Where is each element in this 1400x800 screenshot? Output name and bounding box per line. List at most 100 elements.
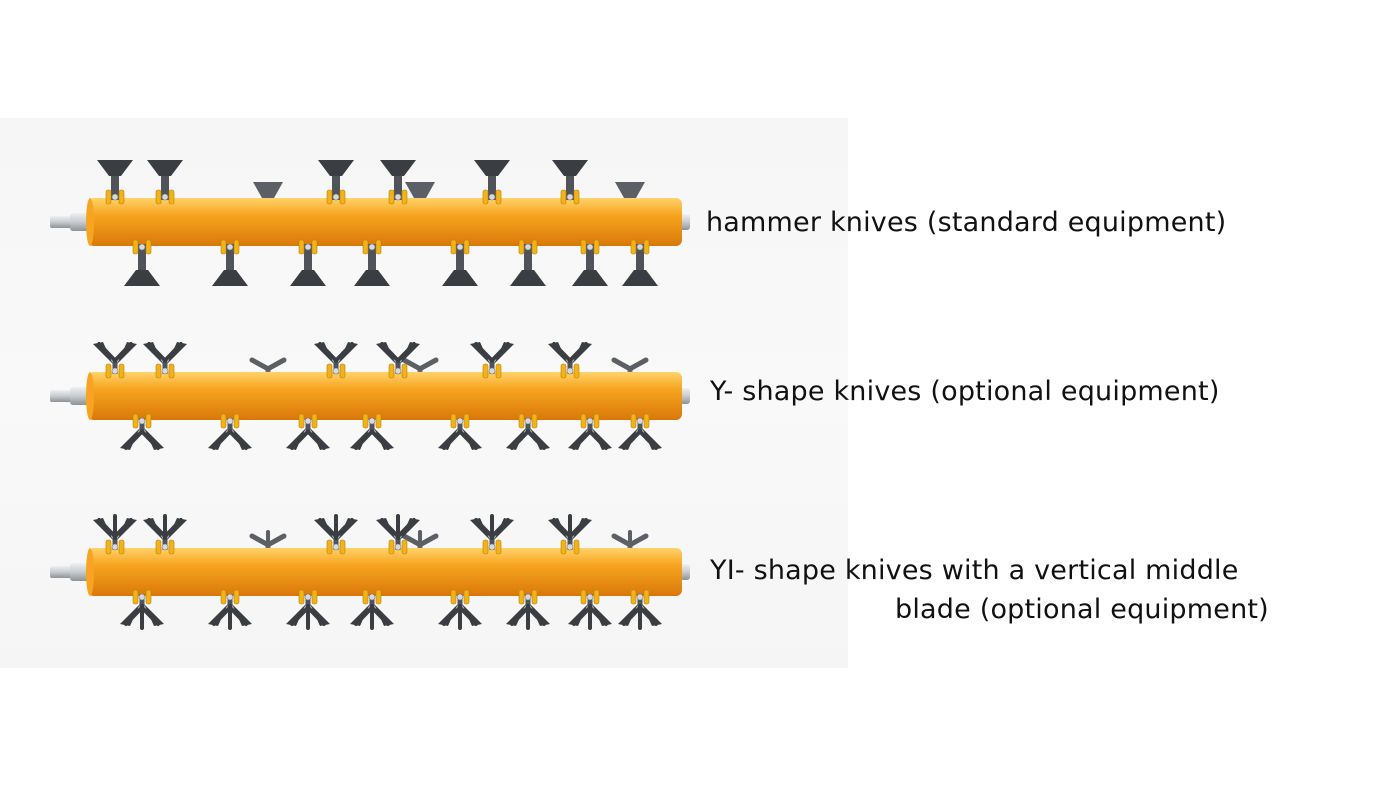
y-knife-blade xyxy=(120,428,140,450)
knife-bolt xyxy=(304,417,312,425)
knife-bracket xyxy=(233,413,240,429)
y-knife-arm xyxy=(249,357,271,372)
knife-bolt xyxy=(394,193,402,201)
knife-bracket xyxy=(298,589,305,605)
knife-bracket xyxy=(518,239,525,255)
knife-bracket xyxy=(482,363,489,379)
y-knife-blade xyxy=(470,518,490,540)
y-knife-blade xyxy=(338,342,358,364)
knife-bolt xyxy=(332,543,340,551)
knife-bracket xyxy=(560,363,567,379)
knife-bracket xyxy=(132,413,139,429)
y-knife-blade xyxy=(314,518,334,540)
shaft-stub-right xyxy=(680,214,690,230)
y-knife-blade xyxy=(338,518,358,540)
knife-bracket xyxy=(643,239,650,255)
y-knife-blade xyxy=(350,428,370,450)
rotor-tube-end xyxy=(86,548,94,596)
knife-bracket xyxy=(593,239,600,255)
y-knife-blade xyxy=(506,428,526,450)
hammer-knife-head xyxy=(354,270,390,286)
knife-bracket xyxy=(220,589,227,605)
knife-bolt xyxy=(524,243,532,251)
y-knife-blade xyxy=(592,604,612,626)
knife-bracket xyxy=(463,239,470,255)
knife-bolt xyxy=(111,367,119,375)
hammer-knives-rotor xyxy=(40,148,700,298)
y-knife-blade xyxy=(208,428,228,450)
knife-bracket xyxy=(326,363,333,379)
hammer-knife-stem xyxy=(226,244,234,278)
knife-bolt xyxy=(111,543,119,551)
y-knife-blade xyxy=(310,428,330,450)
y-knife-blade xyxy=(286,428,306,450)
knife-bracket xyxy=(105,539,112,555)
rotor-tube-end xyxy=(86,198,94,246)
hammer-knife-stem xyxy=(586,244,594,278)
hammer-knife-stem xyxy=(368,244,376,278)
knife-bracket xyxy=(155,189,162,205)
knife-bracket xyxy=(132,589,139,605)
hammer-knife-head xyxy=(124,270,160,286)
yi-shape-knives-rotor xyxy=(40,498,700,648)
knife-bolt xyxy=(394,543,402,551)
knife-bracket xyxy=(630,239,637,255)
knife-bracket xyxy=(233,589,240,605)
hammer-knife-head xyxy=(615,182,645,198)
y-knife-blade xyxy=(400,518,420,540)
yi-rotor-drawing xyxy=(50,514,690,630)
knife-bracket xyxy=(643,413,650,429)
knife-bracket xyxy=(105,189,112,205)
y-knife-blade xyxy=(286,604,306,626)
knife-bracket xyxy=(362,589,369,605)
knife-bolt xyxy=(332,193,340,201)
knife-bracket xyxy=(560,539,567,555)
knife-bracket xyxy=(450,413,457,429)
shaft-collar-left xyxy=(70,387,90,405)
knife-bolt xyxy=(304,593,312,601)
hammer-knife-head xyxy=(405,182,435,198)
knife-bracket xyxy=(531,413,538,429)
y-knife-blade xyxy=(642,428,662,450)
knife-bolt xyxy=(586,593,594,601)
knife-bracket xyxy=(518,589,525,605)
knife-bolt xyxy=(636,593,644,601)
knife-bracket xyxy=(118,539,125,555)
knife-bracket xyxy=(593,413,600,429)
y-shape-knives-label: Y- shape knives (optional equipment) xyxy=(710,376,1220,407)
rotor-tube xyxy=(88,198,682,246)
knife-bolt xyxy=(524,593,532,601)
hammer-knife-head xyxy=(253,182,283,198)
knife-bracket xyxy=(118,189,125,205)
y-knife-arm xyxy=(611,533,633,548)
y-knife-blade xyxy=(117,518,137,540)
hammer-knife-head xyxy=(474,160,510,176)
knife-bracket xyxy=(388,363,395,379)
y-knife-blade xyxy=(167,342,187,364)
knife-bracket xyxy=(155,539,162,555)
hammer-knife-stem xyxy=(161,166,169,200)
shaft-stub-right xyxy=(680,388,690,404)
knife-bolt xyxy=(456,417,464,425)
knife-bolt xyxy=(304,243,312,251)
knife-bolt xyxy=(138,593,146,601)
knife-bracket xyxy=(643,589,650,605)
y-knife-blade xyxy=(548,342,568,364)
knife-bolt xyxy=(161,543,169,551)
y-knife-arm xyxy=(265,533,287,548)
y-knife-blade xyxy=(144,604,164,626)
knife-bolt xyxy=(161,367,169,375)
y-knife-arm xyxy=(401,533,423,548)
knife-bracket xyxy=(482,539,489,555)
y-knife-arm xyxy=(417,357,439,372)
y-knife-blade xyxy=(117,342,137,364)
knife-bracket xyxy=(105,363,112,379)
y-rotor-drawing xyxy=(50,342,690,450)
y-knife-arm xyxy=(249,533,271,548)
hammer-knife-stem xyxy=(636,244,644,278)
y-knife-blade xyxy=(120,604,140,626)
hammer-knife-head xyxy=(442,270,478,286)
knife-bracket xyxy=(630,589,637,605)
y-knife-blade xyxy=(530,604,550,626)
knife-bracket xyxy=(375,589,382,605)
